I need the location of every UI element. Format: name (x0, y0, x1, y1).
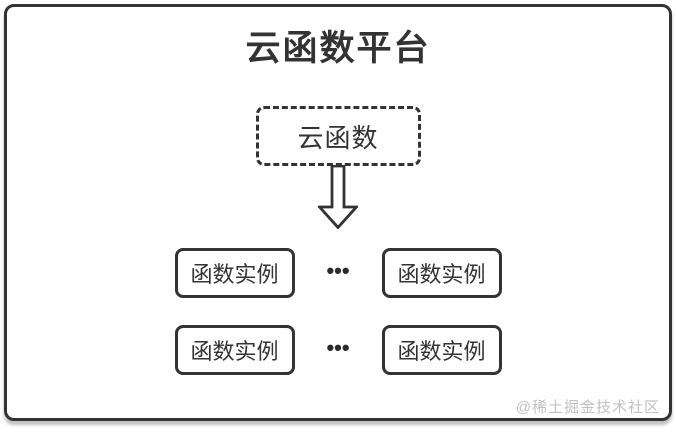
down-arrow-icon (316, 164, 360, 230)
function-instance-label: 函数实例 (190, 339, 279, 364)
function-instance-label: 函数实例 (397, 262, 486, 287)
instance-row-1: 函数实例 ••• 函数实例 (174, 248, 502, 298)
cloud-function-label: 云函数 (297, 122, 379, 153)
ellipsis-dots-icon: ••• (326, 335, 350, 360)
instance-row-2: 函数实例 ••• 函数实例 (174, 325, 502, 375)
function-instance-box: 函数实例 (381, 325, 502, 375)
function-instance-label: 函数实例 (190, 262, 279, 287)
function-instance-box: 函数实例 (381, 248, 502, 298)
diagram-title: 云函数平台 (245, 29, 431, 68)
function-instance-label: 函数实例 (397, 339, 486, 364)
cloud-function-box: 云函数 (255, 106, 421, 166)
watermark: @稀土掘金技术社区 (515, 399, 660, 416)
function-instance-box: 函数实例 (174, 248, 295, 298)
platform-frame: 云函数平台 云函数 函数实例 ••• 函数实例 函数实例 (4, 4, 672, 421)
ellipsis-dots-icon: ••• (326, 258, 350, 283)
instance-grid: 函数实例 ••• 函数实例 函数实例 ••• 函数实例 (174, 248, 502, 375)
function-instance-box: 函数实例 (174, 325, 295, 375)
